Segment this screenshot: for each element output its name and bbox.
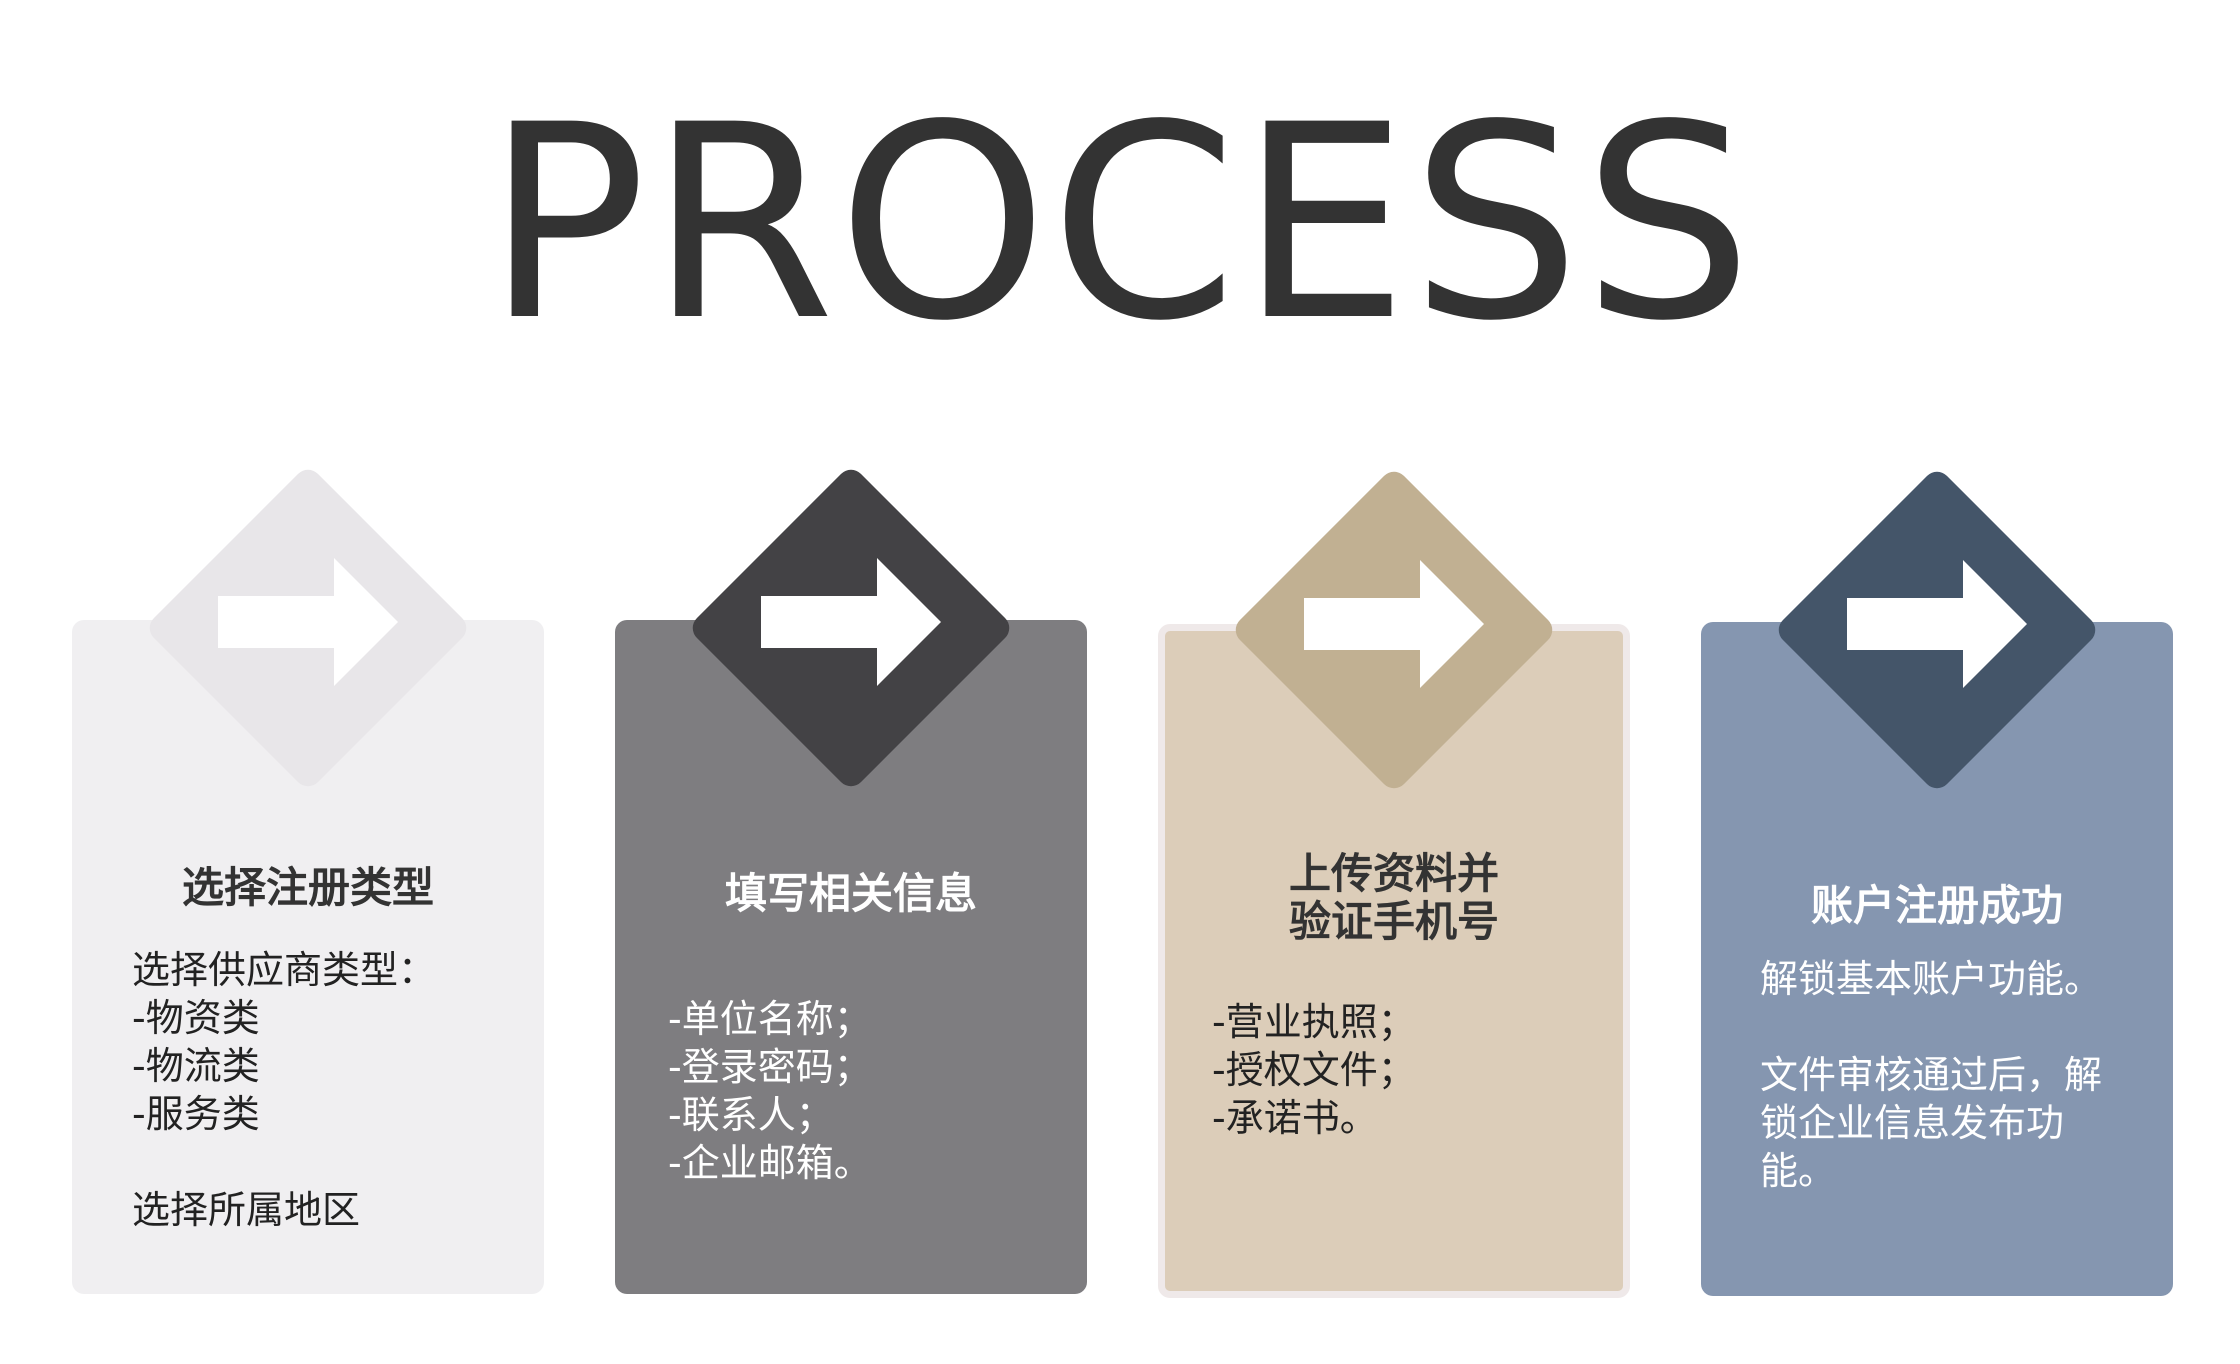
step-2-line: -企业邮箱。	[668, 1141, 872, 1185]
spacer	[1760, 1003, 2102, 1051]
step-1-line: -物流类	[132, 1044, 260, 1088]
step-4-line: 解锁基本账户功能。	[1760, 957, 2103, 1001]
step-4-extra-line: 锁企业信息发布功	[1760, 1101, 2065, 1145]
step-1-line: -服务类	[132, 1092, 260, 1136]
step-3-heading-line: 上传资料并	[1288, 849, 1499, 898]
right-arrow-icon	[1847, 560, 2027, 688]
step-1-extra: 选择所属地区	[132, 1188, 361, 1232]
step-2-body: -单位名称； -登录密码； -联系人； -企业邮箱。	[668, 995, 872, 1187]
step-3-line: -授权文件；	[1212, 1048, 1416, 1092]
step-4-extra-line: 能。	[1760, 1149, 1837, 1193]
step-3-heading: 上传资料并 验证手机号	[1158, 848, 1630, 946]
right-arrow-icon	[1304, 560, 1484, 688]
step-2-line: -登录密码；	[668, 1045, 872, 1089]
step-3-line: -营业执照；	[1212, 1000, 1416, 1044]
step-4-body: 解锁基本账户功能。 文件审核通过后，解 锁企业信息发布功 能。	[1760, 955, 2102, 1195]
step-2-line: -单位名称；	[668, 997, 872, 1041]
page-title: PROCESS	[485, 68, 1755, 380]
right-arrow-icon	[761, 558, 941, 686]
step-2-line: -联系人；	[668, 1093, 834, 1137]
step-4-extra-line: 文件审核通过后，解	[1760, 1053, 2103, 1097]
right-arrow-icon	[218, 558, 398, 686]
step-4-heading: 账户注册成功	[1810, 881, 2063, 930]
step-1-heading: 选择注册类型	[181, 863, 434, 912]
step-1-body: 选择供应商类型： -物资类 -物流类 -服务类 选择所属地区	[132, 946, 436, 1234]
spacer	[132, 1138, 436, 1186]
step-1-line: -物资类	[132, 996, 260, 1040]
step-1-line: 选择供应商类型：	[132, 948, 437, 992]
step-3-heading-line: 验证手机号	[1288, 897, 1499, 946]
step-3-body: -营业执照； -授权文件； -承诺书。	[1212, 998, 1416, 1142]
step-2-heading: 填写相关信息	[724, 869, 977, 918]
step-3-line: -承诺书。	[1212, 1096, 1378, 1140]
